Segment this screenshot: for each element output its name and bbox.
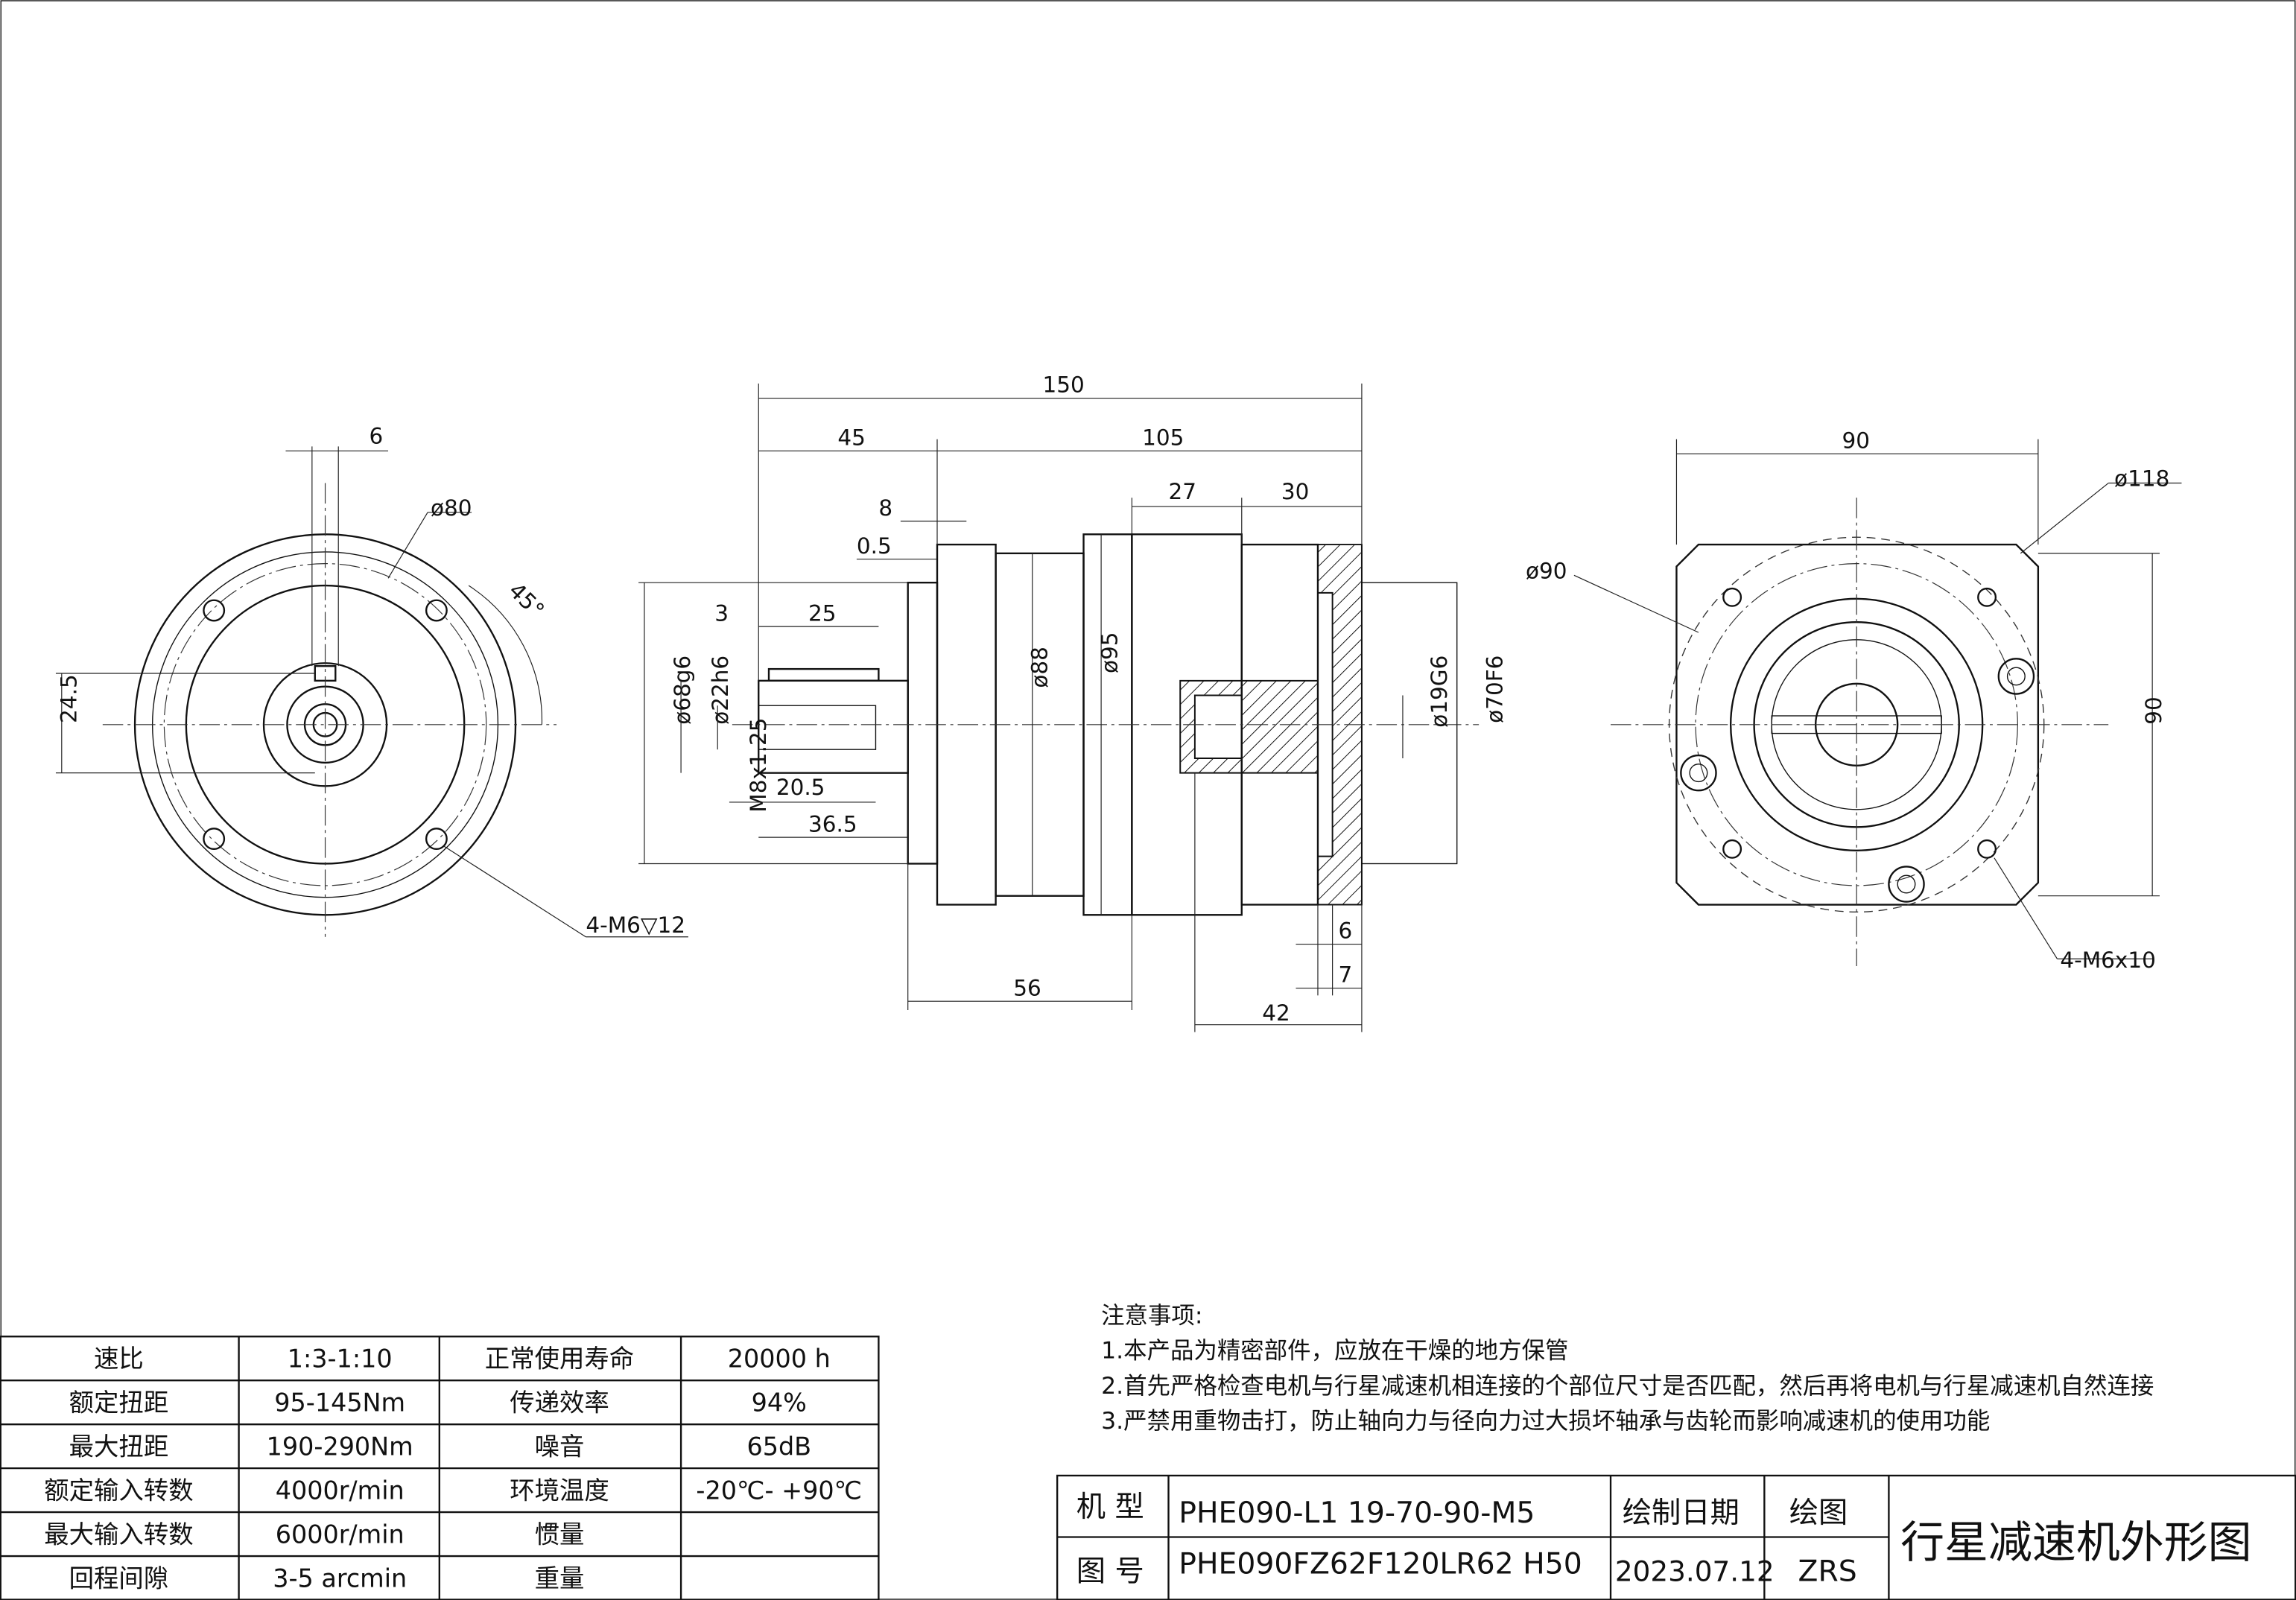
dim-key-width: 6 [369, 423, 383, 448]
dim-dia-95: ø95 [1097, 632, 1123, 673]
dim-36-5: 36.5 [808, 811, 857, 836]
dim-dia-80: ø80 [431, 495, 472, 521]
spec-label: 回程间隙 [69, 1564, 169, 1593]
spec-label: 噪音 [535, 1432, 585, 1461]
dim-3: 3 [714, 600, 729, 626]
bolt-holes [203, 599, 448, 851]
dim-body-length: 105 [1142, 425, 1184, 450]
spec-value: 190-290Nm [267, 1432, 413, 1461]
spec-label: 最大输入转数 [44, 1520, 193, 1549]
spec-label: 速比 [94, 1345, 144, 1374]
spec-label: 传递效率 [510, 1388, 609, 1417]
dim-angle: 45° [504, 578, 549, 623]
spec-value: 95-145Nm [274, 1388, 405, 1417]
dim-width-90: 90 [1842, 428, 1871, 453]
dim-56: 56 [1013, 975, 1041, 1000]
drawing-no-value: PHE090FZ62F120LR62 H50 [1179, 1548, 1582, 1581]
title-block: 机 型 PHE090-L1 19-70-90-M5 图 号 PHE090FZ62… [1056, 1474, 2296, 1600]
dim-dia-68: ø68g6 [670, 655, 695, 725]
dim-dia-118: ø118 [2114, 466, 2169, 491]
dim-holes: 4-M6▽12 [586, 912, 685, 938]
drawing-no-label: 图 号 [1076, 1555, 1144, 1588]
note-3: 3.严禁用重物击打，防止轴向力与径向力过大损坏轴承与齿轮而影响减速机的使用功能 [1101, 1408, 1990, 1435]
drawn-by-label: 绘图 [1789, 1496, 1848, 1530]
side-view-section: 150 45 105 8 0.5 27 30 3 25 20.5 36.5 ø6… [638, 372, 1508, 1032]
spec-value: 65dB [746, 1432, 811, 1461]
dim-key-height: 24.5 [56, 674, 81, 723]
dim-dia-19: ø19G6 [1427, 655, 1452, 728]
dim-holes-right: 4-M6x10 [2060, 947, 2156, 973]
spec-value: 4000r/min [276, 1476, 405, 1505]
drawing-title: 行星减速机外形图 [1900, 1517, 2252, 1568]
dim-20-5: 20.5 [776, 775, 825, 800]
date-value: 2023.07.12 [1615, 1555, 1775, 1587]
dim-overall-length: 150 [1043, 372, 1085, 398]
spec-value: 94% [752, 1388, 807, 1417]
dim-dia-22: ø22h6 [708, 655, 733, 725]
model-label: 机 型 [1076, 1491, 1144, 1524]
spec-value: 3-5 arcmin [273, 1564, 407, 1593]
notes-title: 注意事项: [1101, 1303, 1202, 1330]
bolt-holes [1680, 587, 2035, 903]
note-2: 2.首先严格检查电机与行星减速机相连接的个部位尺寸是否匹配，然后再将电机与行星减… [1101, 1373, 2154, 1400]
dim-27: 27 [1169, 479, 1197, 504]
spec-value: 20000 h [728, 1345, 831, 1374]
dim-dia-90: ø90 [1526, 558, 1567, 583]
dim-42: 42 [1262, 1000, 1290, 1026]
dim-thread: M8x1.25 [746, 717, 771, 812]
model-value: PHE090-L1 19-70-90-M5 [1179, 1496, 1535, 1530]
drawn-by-value: ZRS [1798, 1555, 1857, 1588]
note-1: 1.本产品为精密部件，应放在干燥的地方保管 [1101, 1338, 1568, 1365]
front-view-output: 90 ø118 ø90 90 4-M6x10 [1526, 428, 2182, 973]
spec-table: 速比 1:3-1:10 正常使用寿命 20000 h 额定扭距 95-145Nm… [0, 1336, 880, 1600]
dim-dia-70: ø70F6 [1482, 655, 1508, 723]
dim-dia-88: ø88 [1027, 647, 1052, 688]
spec-value: 6000r/min [276, 1520, 405, 1549]
dim-6: 6 [1338, 918, 1352, 944]
spec-label: 额定输入转数 [44, 1476, 193, 1505]
spec-label: 重量 [535, 1564, 585, 1593]
dim-25: 25 [808, 600, 837, 626]
dim-height-90: 90 [2141, 696, 2166, 724]
dim-7: 7 [1338, 962, 1352, 988]
dim-0-5: 0.5 [857, 533, 892, 559]
spec-label: 惯量 [535, 1520, 585, 1549]
spec-value: 1:3-1:10 [288, 1345, 393, 1374]
front-view-input: 6 ø80 45° 24.5 4-M6▽12 [55, 423, 688, 938]
notes: 注意事项: 1.本产品为精密部件，应放在干燥的地方保管 2.首先严格检查电机与行… [1101, 1303, 2154, 1435]
date-label: 绘制日期 [1623, 1496, 1740, 1530]
spec-label: 环境温度 [510, 1476, 609, 1505]
spec-label: 额定扭距 [69, 1388, 169, 1417]
spec-label: 最大扭距 [69, 1432, 169, 1461]
dim-input-length: 45 [837, 425, 866, 450]
spec-label: 正常使用寿命 [485, 1345, 634, 1374]
dim-8: 8 [878, 495, 892, 521]
spec-value: -20℃- +90℃ [696, 1476, 862, 1505]
dim-30: 30 [1281, 479, 1310, 504]
